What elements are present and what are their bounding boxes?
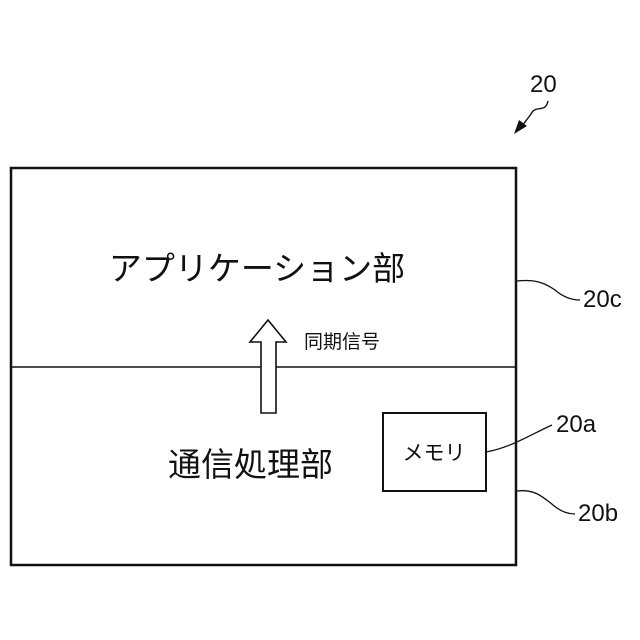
sync-signal-label: 同期信号 bbox=[304, 331, 380, 353]
memory-label: メモリ bbox=[403, 441, 466, 465]
ref-label-bottom: 20b bbox=[578, 500, 618, 527]
leader-bottom bbox=[517, 491, 575, 514]
ref-label-top: 20c bbox=[583, 286, 622, 313]
ref-label-main: 20 bbox=[530, 71, 557, 98]
communication-block-label: 通信処理部 bbox=[168, 445, 333, 484]
leader-top bbox=[517, 280, 580, 300]
ref-label-memory: 20a bbox=[556, 411, 597, 438]
leader-main bbox=[522, 101, 548, 126]
leader-memory bbox=[486, 425, 552, 452]
application-block-label: アプリケーション部 bbox=[109, 249, 405, 288]
